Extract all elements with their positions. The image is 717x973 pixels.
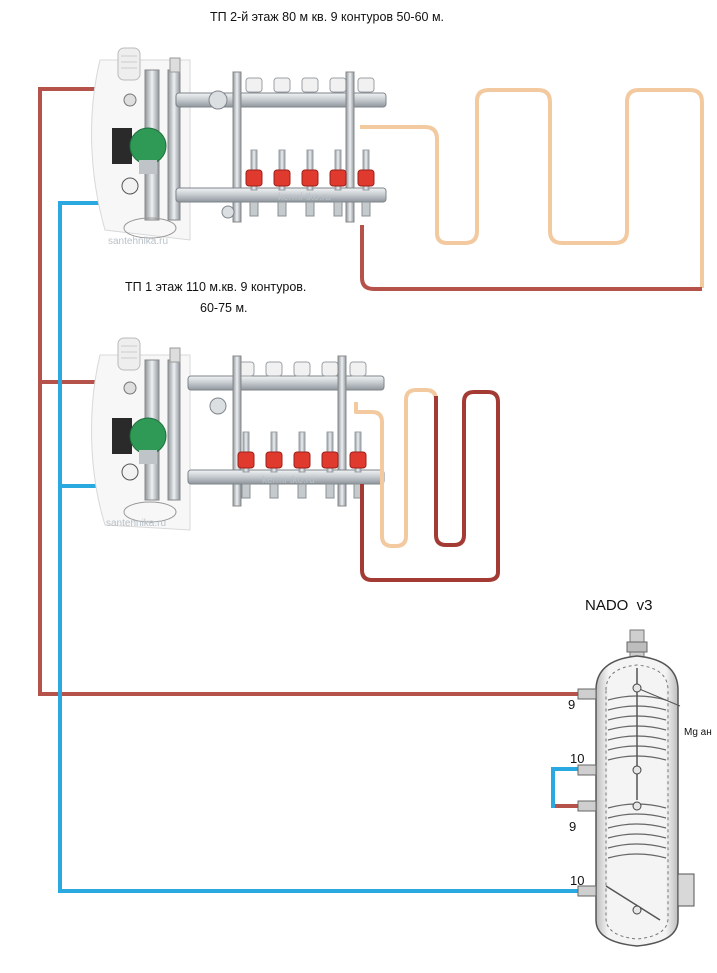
watermark-store-floor1: kermi-tko.ru bbox=[262, 475, 315, 486]
floor2-title: ТП 2-й этаж 80 м кв. 9 контуров 50-60 м. bbox=[210, 10, 445, 24]
return-pipes bbox=[58, 201, 580, 893]
port-top-return-label: 10 bbox=[570, 751, 585, 766]
boiler-coil-return-jumper bbox=[551, 767, 580, 808]
return-riser-lower bbox=[58, 758, 578, 893]
floor1-title-line1: ТП 1 этаж 110 м.кв. 9 контуров. bbox=[125, 280, 307, 294]
supply-riser bbox=[38, 87, 578, 696]
heating-loops-floor1 bbox=[354, 388, 500, 582]
boiler-model-label: NADO v3 bbox=[585, 597, 653, 614]
port-bottom-supply-label: 9 bbox=[569, 819, 577, 834]
manifold-floor1: santehnika.ru kermi-tko.ru bbox=[91, 337, 385, 531]
anode-label: Mg ан bbox=[684, 727, 712, 738]
pressure-gauge bbox=[121, 463, 139, 481]
port-bottom-return-label: 10 bbox=[570, 873, 585, 888]
thermostat-head bbox=[117, 337, 141, 371]
manifold-floor2: santehnika.ru kermi-tko.ru bbox=[91, 47, 387, 247]
flow-meters-floor2 bbox=[245, 149, 375, 191]
port-top-supply-label: 9 bbox=[568, 697, 576, 712]
pressure-gauge bbox=[121, 177, 139, 195]
watermark-store-floor2: kermi-tko.ru bbox=[278, 192, 331, 203]
watermark-site-floor1: santehnika.ru bbox=[106, 518, 166, 529]
loop-floor2-dark bbox=[360, 225, 702, 291]
floor1-title-line2: 60-75 м. bbox=[200, 301, 248, 315]
loop-floor1-dark bbox=[360, 390, 500, 582]
hot-water-tank bbox=[577, 629, 695, 947]
thermostat-head bbox=[117, 47, 141, 81]
heating-loops-floor2 bbox=[360, 88, 704, 291]
circulation-pump bbox=[112, 417, 167, 464]
circulation-pump bbox=[112, 127, 167, 174]
loop-floor2-light bbox=[360, 88, 704, 288]
flow-meters-floor1 bbox=[237, 431, 367, 473]
loop-floor1-light bbox=[354, 388, 438, 548]
watermark-site-floor2: santehnika.ru bbox=[108, 236, 168, 247]
